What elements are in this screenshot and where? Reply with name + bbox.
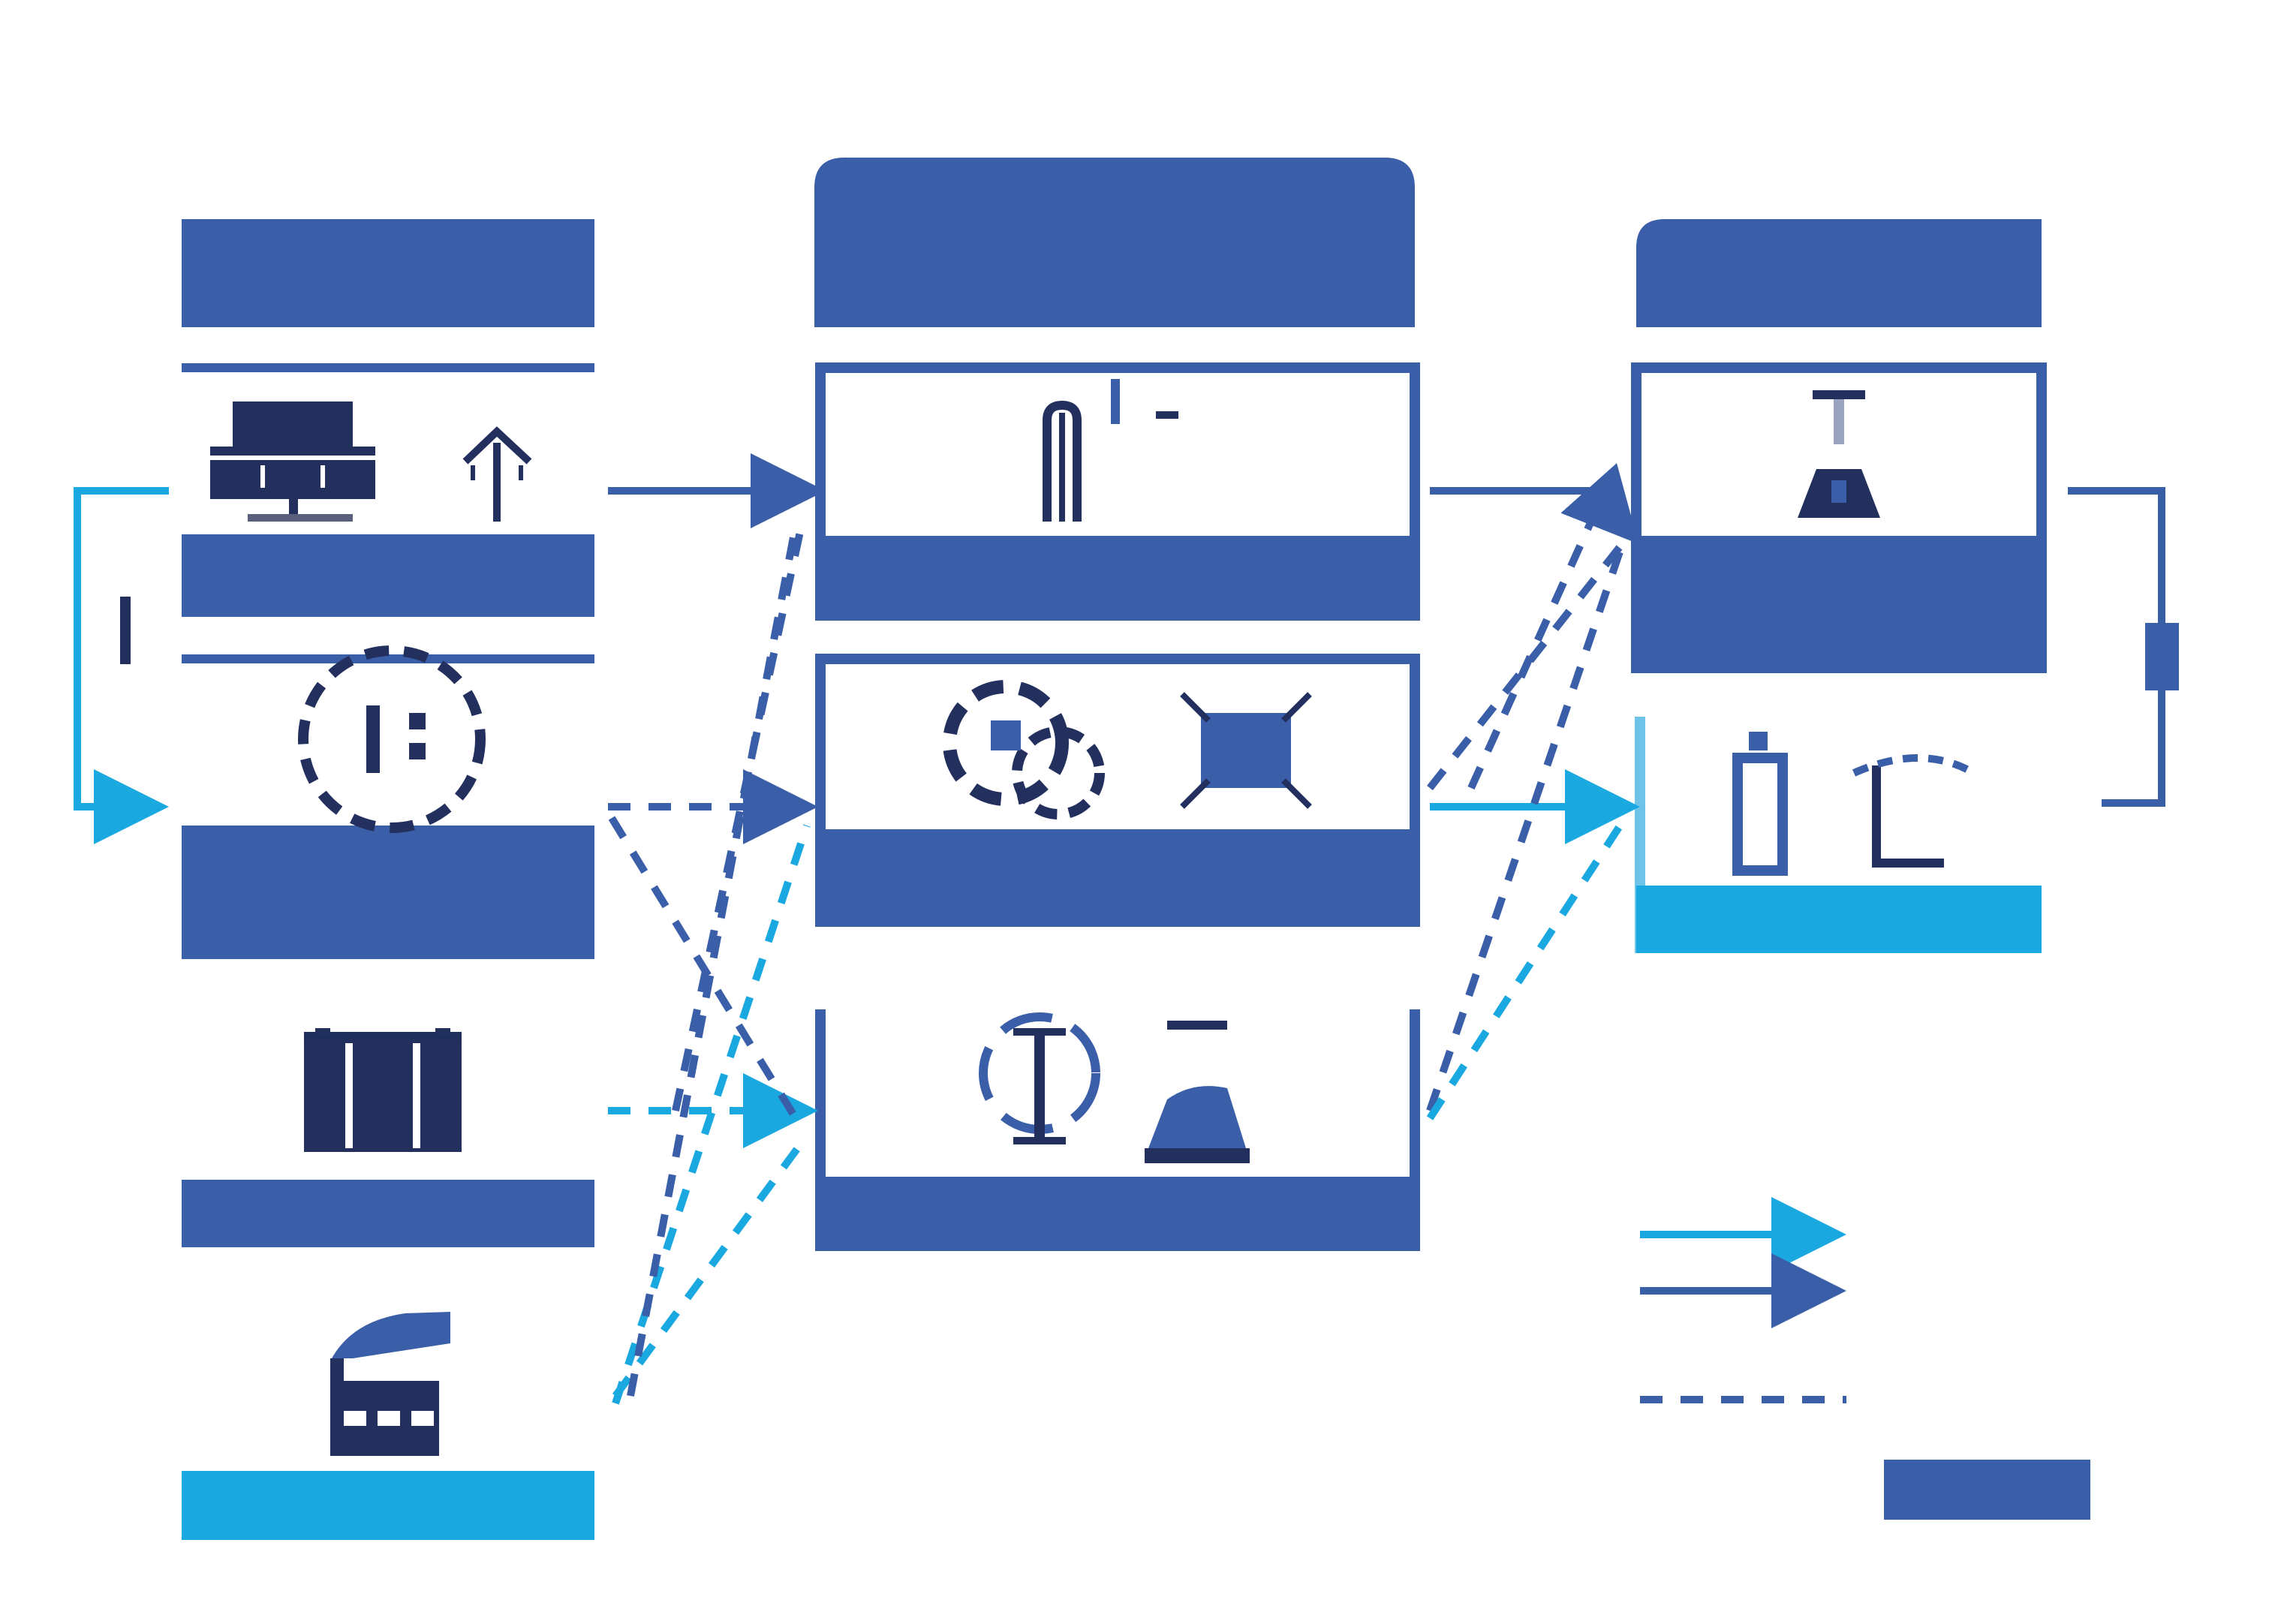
legend xyxy=(1640,1197,2090,1520)
middle-item-2 xyxy=(815,654,1420,927)
dashed-m2-r1b xyxy=(1467,486,1610,790)
flask-station-icon xyxy=(1798,390,1880,518)
dashed-m3-r1 xyxy=(1426,524,1632,1112)
middle-item-3 xyxy=(815,1009,1420,1251)
dashed-l4-m3 xyxy=(612,1138,807,1398)
connector-m1-r1 xyxy=(1430,463,1639,544)
legend-entry-dashed xyxy=(1869,1355,2244,1415)
middle-item-1-label xyxy=(820,536,1415,615)
anchor-icon xyxy=(979,1012,1100,1144)
right-item-1 xyxy=(1631,362,2047,673)
left-item-3-label xyxy=(182,1180,594,1247)
wind-turbine-icon xyxy=(462,426,532,522)
connectors xyxy=(74,453,2179,1405)
middle-item-3-label xyxy=(820,1177,1415,1246)
legend-entry-solid-blue xyxy=(1869,1265,2244,1317)
legend-entry-solid-cyan xyxy=(1869,1208,2244,1261)
dashed-l3-m1 xyxy=(672,516,807,1112)
left-item-2 xyxy=(182,645,594,959)
recycle-gears-icon xyxy=(943,680,1105,820)
right-column-header xyxy=(1636,219,2042,327)
legend-title xyxy=(1640,1133,1865,1193)
tower-icon xyxy=(1043,379,1178,522)
gear-cycle-icon xyxy=(298,645,486,833)
left-item-1 xyxy=(182,363,594,617)
right-item-1-label xyxy=(1636,536,2042,668)
dashed-l4-m1 xyxy=(627,525,799,1397)
middle-column-header-label xyxy=(814,158,1415,327)
middle-column-header xyxy=(814,158,1415,327)
left-item-4-label xyxy=(182,1471,594,1540)
dashed-m2-r1 xyxy=(1427,537,1628,791)
factory-icon xyxy=(330,1312,450,1456)
right-column-header-label xyxy=(1636,219,2042,327)
loop-marker-left xyxy=(120,597,131,664)
dashed-m3-r2 xyxy=(1426,816,1629,1120)
legend-footer-badge-bg xyxy=(1884,1460,2090,1520)
legend-footer-text xyxy=(1640,1460,1880,1520)
right-item-2 xyxy=(1635,717,2042,953)
solar-panel-icon xyxy=(210,401,375,522)
ship-icon xyxy=(1145,1021,1250,1163)
left-column-header-label xyxy=(182,219,594,327)
left-column-header xyxy=(182,219,594,327)
diagram-title xyxy=(0,47,2296,114)
home-appliance-icon xyxy=(1732,732,1976,876)
left-item-4 xyxy=(182,1312,594,1540)
legend-footer-badge xyxy=(1884,1460,2090,1520)
dashed-l2-m3 xyxy=(608,816,799,1120)
middle-item-2-label xyxy=(820,829,1415,922)
loop-marker-right xyxy=(2145,623,2179,690)
battery-storage-icon xyxy=(304,1028,462,1152)
right-item-2-label xyxy=(1636,886,2042,953)
loop-connector-left xyxy=(74,487,169,844)
left-item-1-label xyxy=(182,534,594,617)
cpu-chip-icon xyxy=(1180,692,1312,809)
left-item-3 xyxy=(182,1028,594,1247)
left-item-2-label xyxy=(182,826,594,959)
